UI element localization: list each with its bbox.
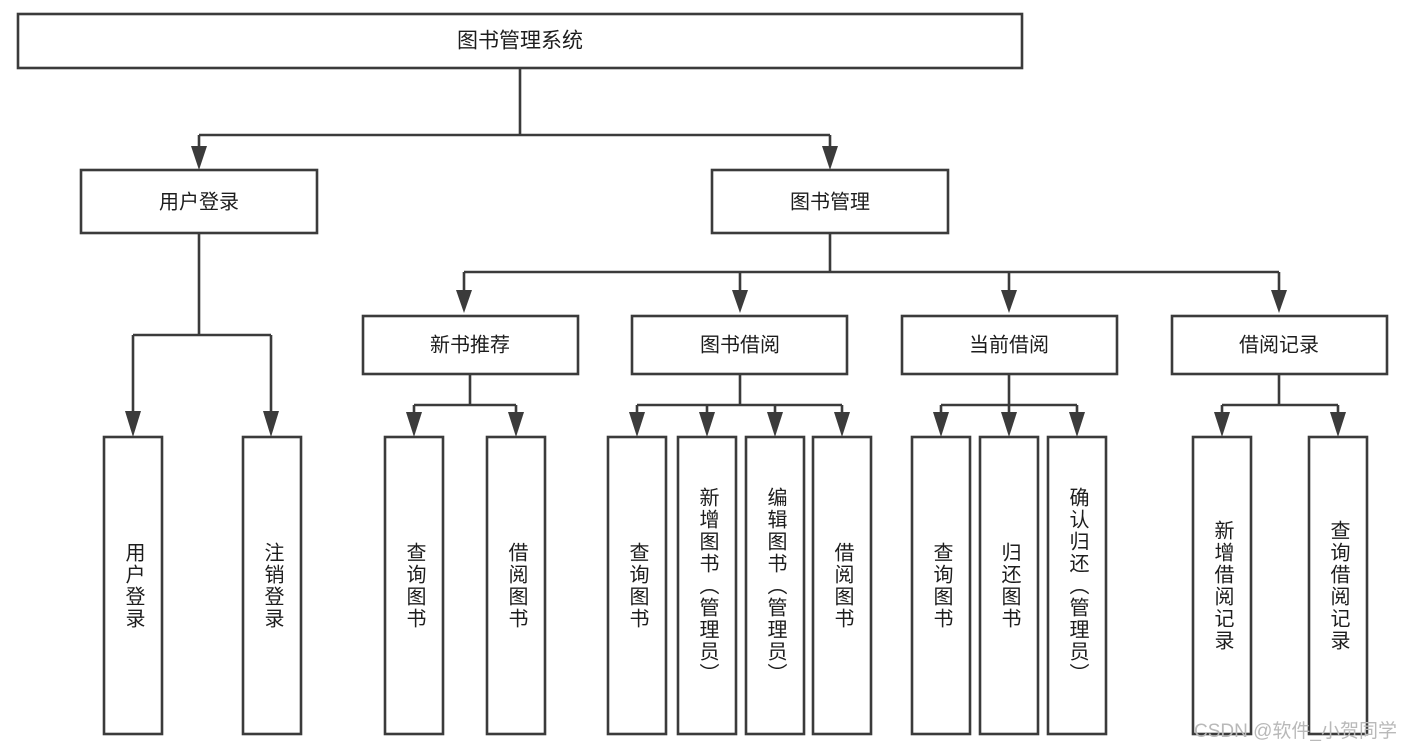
leaf-box[interactable] xyxy=(978,435,1040,736)
arrow-head-icon xyxy=(191,146,207,170)
leaf-box[interactable] xyxy=(811,435,873,736)
node-user-login-box[interactable] xyxy=(79,168,319,235)
node-current-borrow[interactable]: 当前借阅 xyxy=(900,314,1119,376)
arrow-head-icon xyxy=(1069,412,1085,437)
leaf-text-wrap: 注销登录 xyxy=(261,541,283,630)
leaf-book-borrow-3[interactable]: 借阅图书 xyxy=(811,435,873,736)
leaf-label: 查询图书 xyxy=(930,541,952,630)
arrow-head-icon xyxy=(456,290,472,313)
arrow-head-icon xyxy=(629,412,645,437)
leaf-current-borrow-2[interactable]: 确认归还（管理员） xyxy=(1046,435,1108,736)
leaf-borrow-record-0[interactable]: 新增借阅记录 xyxy=(1191,435,1253,736)
node-new-book-recommend-box[interactable] xyxy=(361,314,580,376)
leaf-box[interactable] xyxy=(1046,435,1108,736)
node-user-login-label: 用户登录 xyxy=(159,190,239,213)
leaf-text-wrap: 编辑图书（管理员） xyxy=(764,486,786,685)
leaf-box[interactable] xyxy=(744,435,806,736)
leaf-box[interactable] xyxy=(1191,435,1253,736)
leaf-box[interactable] xyxy=(241,435,303,736)
node-root[interactable]: 图书管理系统 xyxy=(16,12,1024,70)
connector-borrow-record-to-leaves xyxy=(1214,374,1346,437)
leaf-book-borrow-2[interactable]: 编辑图书（管理员） xyxy=(744,435,806,736)
connector-new-book-recommend-to-leaves xyxy=(406,374,524,437)
leaf-new-book-recommend-1[interactable]: 借阅图书 xyxy=(485,435,547,736)
leaf-text-wrap: 借阅图书 xyxy=(831,541,853,630)
node-new-book-recommend[interactable]: 新书推荐 xyxy=(361,314,580,376)
node-current-borrow-box[interactable] xyxy=(900,314,1119,376)
arrow-head-icon xyxy=(1001,412,1017,437)
leaf-label: 新增图书（管理员） xyxy=(696,486,718,685)
leaf-text-wrap: 归还图书 xyxy=(998,541,1020,630)
leaf-box[interactable] xyxy=(102,435,164,736)
connector-root-to-level2 xyxy=(191,68,838,170)
leaf-label: 借阅图书 xyxy=(831,541,853,630)
arrow-head-icon xyxy=(1214,412,1230,437)
leaf-current-borrow-1[interactable]: 归还图书 xyxy=(978,435,1040,736)
arrow-head-icon xyxy=(263,411,279,437)
arrow-head-icon xyxy=(1271,290,1287,313)
leaf-box[interactable] xyxy=(485,435,547,736)
node-current-borrow-label: 当前借阅 xyxy=(969,333,1049,356)
leaf-label: 查询借阅记录 xyxy=(1327,519,1349,652)
arrow-head-icon xyxy=(699,412,715,437)
node-new-book-recommend-label: 新书推荐 xyxy=(430,333,510,356)
leaf-current-borrow-0[interactable]: 查询图书 xyxy=(910,435,972,736)
node-user-login[interactable]: 用户登录 xyxy=(79,168,319,235)
leaf-label: 编辑图书（管理员） xyxy=(764,486,786,685)
node-book-borrow[interactable]: 图书借阅 xyxy=(630,314,849,376)
leaf-label: 注销登录 xyxy=(261,541,283,630)
leaf-borrow-record-1[interactable]: 查询借阅记录 xyxy=(1307,435,1369,736)
connector-current-borrow-to-leaves xyxy=(933,374,1085,437)
arrow-head-icon xyxy=(822,146,838,170)
connector-book-management-to-level3 xyxy=(456,233,1287,313)
connector-user-login-to-leaves xyxy=(125,233,279,437)
leaf-box[interactable] xyxy=(1307,435,1369,736)
arrow-head-icon xyxy=(767,412,783,437)
leaf-box[interactable] xyxy=(606,435,668,736)
arrow-head-icon xyxy=(406,412,422,437)
leaf-text-wrap: 用户登录 xyxy=(122,541,144,630)
leaf-label: 查询图书 xyxy=(403,541,425,630)
arrow-head-icon xyxy=(125,411,141,437)
leaf-label: 借阅图书 xyxy=(505,541,527,630)
arrow-head-icon xyxy=(1001,290,1017,313)
connector-book-borrow-to-leaves xyxy=(629,374,850,437)
arrow-head-icon xyxy=(933,412,949,437)
node-book-management[interactable]: 图书管理 xyxy=(710,168,950,235)
leaf-text-wrap: 新增图书（管理员） xyxy=(696,486,718,685)
leaf-box[interactable] xyxy=(383,435,445,736)
node-borrow-record[interactable]: 借阅记录 xyxy=(1170,314,1389,376)
leaf-text-wrap: 查询借阅记录 xyxy=(1327,519,1349,652)
leaf-new-book-recommend-0[interactable]: 查询图书 xyxy=(383,435,445,736)
node-book-borrow-label: 图书借阅 xyxy=(700,333,780,356)
leaf-text-wrap: 查询图书 xyxy=(626,541,648,630)
leaf-book-borrow-0[interactable]: 查询图书 xyxy=(606,435,668,736)
leaf-box[interactable] xyxy=(910,435,972,736)
leaf-text-wrap: 查询图书 xyxy=(403,541,425,630)
arrow-head-icon xyxy=(732,290,748,313)
node-book-management-label: 图书管理 xyxy=(790,190,870,213)
leaf-text-wrap: 确认归还（管理员） xyxy=(1066,486,1088,685)
leaf-text-wrap: 查询图书 xyxy=(930,541,952,630)
leaf-label: 查询图书 xyxy=(626,541,648,630)
leaf-book-borrow-1[interactable]: 新增图书（管理员） xyxy=(676,435,738,736)
leaf-text-wrap: 借阅图书 xyxy=(505,541,527,630)
node-borrow-record-label: 借阅记录 xyxy=(1239,333,1319,356)
leaf-user-login-0[interactable]: 用户登录 xyxy=(102,435,164,736)
leaf-box[interactable] xyxy=(676,435,738,736)
leaf-text-wrap: 新增借阅记录 xyxy=(1211,519,1233,652)
arrow-head-icon xyxy=(1330,412,1346,437)
leaf-label: 确认归还（管理员） xyxy=(1066,486,1088,685)
node-root-box[interactable] xyxy=(16,12,1024,70)
leaf-label: 新增借阅记录 xyxy=(1211,519,1233,652)
leaf-label: 归还图书 xyxy=(998,541,1020,630)
leaf-user-login-1[interactable]: 注销登录 xyxy=(241,435,303,736)
arrow-head-icon xyxy=(834,412,850,437)
leaf-label: 用户登录 xyxy=(122,541,144,630)
arrow-head-icon xyxy=(508,412,524,437)
node-root-label: 图书管理系统 xyxy=(457,30,583,53)
